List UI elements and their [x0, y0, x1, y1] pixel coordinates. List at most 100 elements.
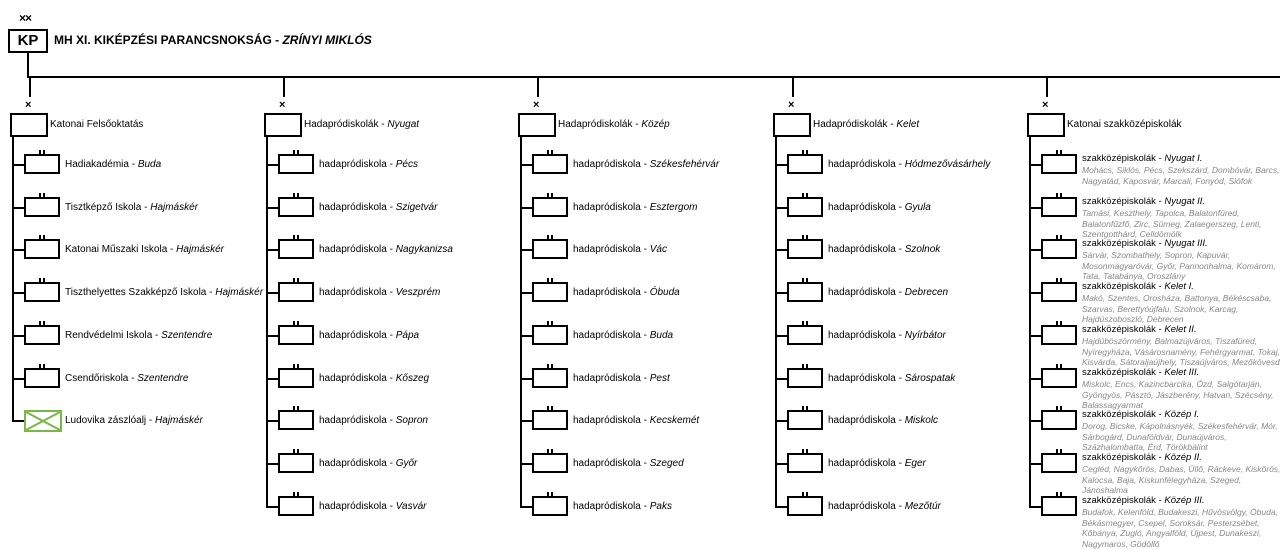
district-label-text: szakközépiskolák - [1082, 281, 1165, 292]
school-label-text: Rendvédelmi Iskola - [65, 330, 162, 341]
item-branch-line [520, 292, 532, 294]
battalion-tick [1056, 321, 1058, 325]
school-label: hadapródiskola - Kőszeg [319, 373, 429, 385]
school-label: hadapródiskola - Paks [573, 501, 672, 513]
school-label: hadapródiskola - Pápa [319, 330, 419, 342]
brigade-echelon-marker: × [788, 99, 795, 111]
battalion-tick [806, 193, 808, 197]
school-label-place: Pécs [395, 159, 418, 170]
district-label: szakközépiskolák - Nyugat II. [1082, 196, 1205, 208]
item-branch-line [1029, 420, 1041, 422]
school-label-text: Tisztképző Iskola - [65, 202, 151, 213]
item-branch-line [775, 463, 787, 465]
district-label: szakközépiskolák - Közép I. [1082, 409, 1199, 421]
battalion-tick [297, 278, 299, 282]
item-branch-line [520, 420, 532, 422]
school-unit-box [787, 197, 823, 217]
school-unit-box [278, 410, 314, 430]
school-label-place: Szigetvár [395, 202, 438, 213]
battalion-tick [802, 364, 804, 368]
battalion-tick [1056, 449, 1058, 453]
school-label-place: Hajmáskér [155, 415, 203, 426]
school-unit-box [24, 154, 60, 174]
district-cities: Tamási, Keszthely, Tapolca, Balatonfüred… [1082, 208, 1262, 239]
battalion-tick [293, 321, 295, 325]
battalion-tick [806, 235, 808, 239]
battalion-tick [802, 193, 804, 197]
school-label-text: hadapródiskola - [828, 287, 905, 298]
district-label-place: Kelet III. [1164, 367, 1200, 378]
column-title-italic: Nyugat [387, 119, 420, 130]
column-drop-line [283, 77, 285, 97]
school-label: hadapródiskola - Sárospatak [828, 373, 955, 385]
school-label: hadapródiskola - Veszprém [319, 287, 440, 299]
battalion-tick [1060, 492, 1062, 496]
school-label-text: hadapródiskola - [828, 159, 905, 170]
battalion-tick [39, 235, 41, 239]
school-label-text: hadapródiskola - [319, 244, 396, 255]
district-label-text: szakközépiskolák - [1082, 452, 1165, 463]
district-label-place: Közép III. [1164, 495, 1205, 506]
school-label: hadapródiskola - Mezőtúr [828, 501, 941, 513]
school-label-text: Tiszthelyettes Szakképző Iskola - [65, 287, 216, 298]
battalion-tick [293, 492, 295, 496]
school-unit-box [1041, 496, 1077, 516]
school-label-text: hadapródiskola - [573, 458, 650, 469]
school-label: Ludovika zászlóalj - Hajmáskér [65, 415, 203, 427]
battalion-tick [1060, 449, 1062, 453]
battalion-tick [39, 364, 41, 368]
battalion-tick [39, 193, 41, 197]
item-branch-line [266, 378, 278, 380]
battalion-tick [43, 278, 45, 282]
command-title: MH XI. KIKÉPZÉSI PARANCSNOKSÁG - ZRÍNYI … [54, 33, 372, 47]
battalion-tick [547, 449, 549, 453]
school-label: hadapródiskola - Sopron [319, 415, 428, 427]
battalion-tick [1060, 235, 1062, 239]
battalion-tick [806, 449, 808, 453]
item-branch-line [266, 164, 278, 166]
item-branch-line [520, 378, 532, 380]
school-label: hadapródiskola - Pest [573, 373, 670, 385]
item-branch-line [12, 292, 24, 294]
battalion-tick [297, 321, 299, 325]
battalion-tick [547, 278, 549, 282]
battalion-tick [806, 492, 808, 496]
school-label-text: hadapródiskola - [573, 244, 650, 255]
school-label: hadapródiskola - Nyírbátor [828, 330, 946, 342]
school-label-text: Katonai Műszaki Iskola - [65, 244, 177, 255]
school-label-place: Sárospatak [904, 373, 956, 384]
school-unit-box [278, 325, 314, 345]
battalion-tick [293, 235, 295, 239]
column-trunk-line [775, 137, 777, 507]
school-label: Csendőriskola - Szentendre [65, 373, 188, 385]
item-branch-line [12, 378, 24, 380]
school-label: Tisztképző Iskola - Hajmáskér [65, 202, 198, 214]
column-trunk-line [1029, 137, 1031, 507]
school-unit-box [787, 453, 823, 473]
battalion-tick [39, 150, 41, 154]
battalion-tick [1060, 364, 1062, 368]
item-branch-line [266, 207, 278, 209]
column-drop-line [29, 77, 31, 97]
item-branch-line [12, 335, 24, 337]
school-label-place: Gyula [904, 202, 931, 213]
column-trunk-line [12, 137, 14, 422]
item-branch-line [520, 506, 532, 508]
item-branch-line [266, 506, 278, 508]
district-label-text: szakközépiskolák - [1082, 367, 1165, 378]
battalion-tick [802, 235, 804, 239]
school-label-text: hadapródiskola - [319, 287, 396, 298]
school-label-text: hadapródiskola - [828, 202, 905, 213]
column-title: Katonai Felsőoktatás [50, 119, 143, 131]
school-unit-box [532, 496, 568, 516]
battalion-tick [551, 150, 553, 154]
item-branch-line [266, 420, 278, 422]
school-label-place: Hódmezővásárhely [904, 159, 991, 170]
school-unit-box [278, 197, 314, 217]
school-label-place: Vác [649, 244, 667, 255]
school-label-place: Sopron [395, 415, 428, 426]
column-drop-line [1046, 77, 1048, 97]
school-label: hadapródiskola - Szeged [573, 458, 684, 470]
school-unit-box [24, 239, 60, 259]
